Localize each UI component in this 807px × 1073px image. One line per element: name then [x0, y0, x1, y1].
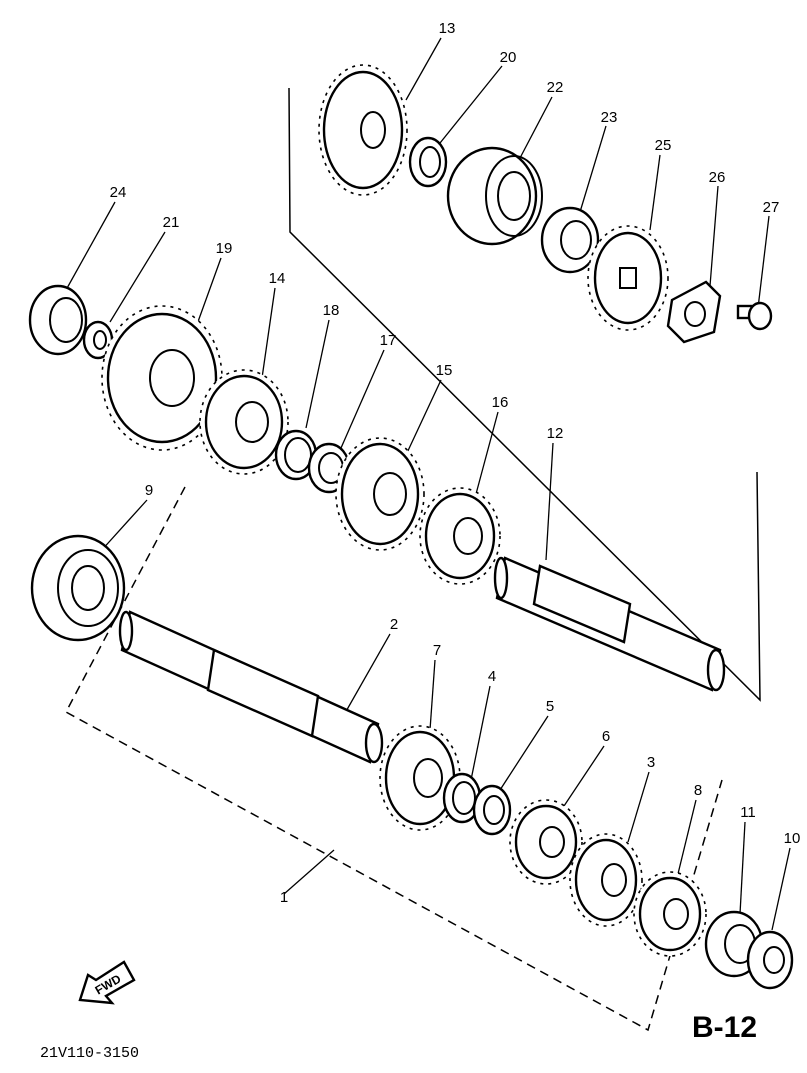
part-label-3: 3: [647, 754, 655, 771]
part-label-1: 1: [280, 889, 288, 906]
part-label-18: 18: [323, 302, 340, 319]
collar-20: [408, 136, 448, 188]
main-axle-2: [118, 610, 384, 764]
part-label-10: 10: [784, 830, 801, 847]
bearing-9: [30, 534, 126, 642]
part-label-21: 21: [163, 214, 180, 231]
drawing-number: 21V110-3150: [40, 1045, 139, 1062]
gear-15: [335, 437, 425, 551]
page-code: B-12: [692, 1011, 757, 1044]
part-label-4: 4: [488, 668, 496, 685]
bearing-24: [28, 284, 88, 356]
part-label-16: 16: [492, 394, 509, 411]
part-label-19: 19: [216, 240, 233, 257]
part-label-8: 8: [694, 782, 702, 799]
part-label-11: 11: [740, 804, 756, 821]
circlip-4: [442, 772, 482, 824]
part-label-9: 9: [145, 482, 153, 499]
gear-19: [101, 305, 223, 451]
part-label-25: 25: [655, 137, 672, 154]
washer-5: [472, 784, 512, 836]
oil-seal-23: [540, 206, 600, 274]
oil-seal-10: [746, 930, 794, 990]
part-label-17: 17: [380, 332, 397, 349]
part-label-15: 15: [436, 362, 453, 379]
drive-sprocket-25: [587, 225, 669, 331]
part-label-20: 20: [500, 49, 517, 66]
part-label-2: 2: [390, 616, 398, 633]
gear-7: [379, 725, 461, 831]
gear-16: [419, 487, 501, 585]
part-number-labels: 13 20 22 23 25 26 27 24 21 19 14 18 17 1…: [110, 20, 801, 906]
bolt-27: [736, 301, 773, 331]
part-label-5: 5: [546, 698, 554, 715]
drive-axle-12: [493, 556, 726, 692]
part-label-13: 13: [439, 20, 456, 37]
part-label-27: 27: [763, 199, 780, 216]
part-label-24: 24: [110, 184, 127, 201]
part-label-12: 12: [547, 425, 564, 442]
bearing-22: [446, 146, 543, 246]
drive-axle-group-outline: [288, 87, 761, 702]
fwd-arrow-icon: FWD: [78, 960, 136, 1005]
lock-washer-26: [666, 280, 722, 344]
main-axle-group-outline: [64, 486, 723, 1032]
leader-lines: [65, 37, 791, 931]
gear-3: [569, 833, 643, 927]
gear-6: [509, 799, 583, 885]
washer-21: [82, 320, 114, 360]
part-label-22: 22: [547, 79, 564, 96]
gear-13: [318, 64, 408, 196]
part-label-14: 14: [269, 270, 286, 287]
gear-8: [633, 871, 707, 957]
part-label-26: 26: [709, 169, 726, 186]
part-label-7: 7: [433, 642, 441, 659]
part-label-23: 23: [601, 109, 618, 126]
gear-14: [199, 369, 289, 475]
part-label-6: 6: [602, 728, 610, 745]
